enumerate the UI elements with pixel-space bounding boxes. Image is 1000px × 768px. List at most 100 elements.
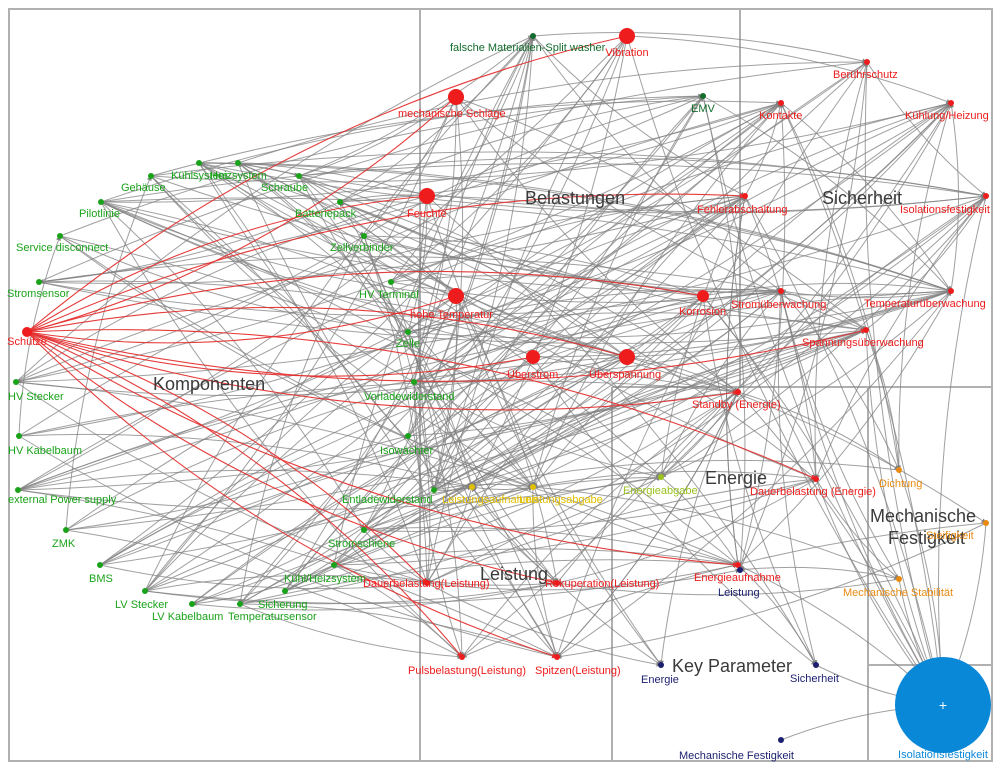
node-dot-energieaufnahme[interactable]: [735, 562, 741, 568]
node-hohetemp[interactable]: hohe Temperatur: [410, 288, 493, 321]
node-kp_sicherheit[interactable]: Sicherheit: [790, 662, 839, 685]
node-leistungsaufnahme[interactable]: Leistungsaufnahme: [442, 484, 538, 506]
node-dot-spannungsueberwachung[interactable]: [863, 327, 869, 333]
node-tempueberwachung[interactable]: Temperaturüberwachung: [864, 288, 986, 310]
node-dot-leistungsabgabe[interactable]: [530, 484, 536, 490]
node-isolationsfest[interactable]: Isolationsfestigkeit: [900, 193, 990, 216]
node-dot-leistungsaufnahme[interactable]: [469, 484, 475, 490]
node-dot-lvstecker[interactable]: [142, 588, 148, 594]
node-dot-gehaeuse[interactable]: [148, 173, 154, 179]
node-spannungsueberwachung[interactable]: Spannungsüberwachung: [802, 327, 924, 349]
node-dot-kuehlsystem[interactable]: [196, 160, 202, 166]
node-dot-kontakte[interactable]: [778, 100, 784, 106]
node-stromsensor[interactable]: Stromsensor: [7, 279, 70, 300]
node-steifigkeit[interactable]: Steifigkeit: [926, 520, 989, 542]
node-dot-kp_mechfest[interactable]: [778, 737, 784, 743]
node-stromschiene[interactable]: Stromschiene: [328, 527, 395, 550]
node-dot-kuehlheiz[interactable]: [331, 562, 337, 568]
node-ueberspannung[interactable]: Überspannung: [589, 349, 661, 381]
node-rekuperation[interactable]: Rekuperation(Leistung): [545, 578, 659, 590]
node-kp_mechfest[interactable]: Mechanische Festigkeit: [679, 737, 794, 762]
node-energieaufnahme[interactable]: Energieaufnahme: [694, 562, 781, 584]
node-zmk[interactable]: ZMK: [52, 527, 76, 550]
hub-circle[interactable]: [895, 657, 991, 753]
node-kuehlsystem[interactable]: Kühlsystem: [171, 160, 228, 182]
node-dot-feuchte[interactable]: [419, 188, 435, 204]
hub-node[interactable]: + Isolationsfestigkeit: [895, 657, 991, 761]
node-dot-service[interactable]: [57, 233, 63, 239]
node-pulsbelastung[interactable]: Pulsbelastung(Leistung): [408, 654, 526, 677]
node-zelle[interactable]: Zelle: [396, 329, 420, 350]
node-bms[interactable]: BMS: [89, 562, 113, 585]
expand-plus-icon[interactable]: +: [939, 697, 947, 713]
node-dot-pulsbelastung[interactable]: [459, 654, 465, 660]
node-dot-tempueberwachung[interactable]: [948, 288, 954, 294]
node-dot-mechschlaege[interactable]: [448, 89, 464, 105]
node-dot-hvkabel[interactable]: [16, 433, 22, 439]
node-standby[interactable]: Standby (Energie): [692, 389, 781, 411]
node-feuchte[interactable]: Feuchte: [407, 188, 447, 220]
node-gehaeuse[interactable]: Gehäuse: [121, 173, 166, 194]
node-falsche[interactable]: falsche Materialien-Split washer: [450, 33, 606, 54]
node-vibration[interactable]: Vibration: [605, 28, 649, 59]
node-dot-dauerbelastungenergie[interactable]: [813, 476, 819, 482]
node-dot-batteriepack[interactable]: [337, 199, 343, 205]
node-heizsystem[interactable]: Heizsystem: [210, 160, 267, 182]
node-dot-dauerbelastungleistung[interactable]: [424, 580, 430, 586]
node-dot-entlade[interactable]: [431, 487, 437, 493]
node-hvkabel[interactable]: HV Kabelbaum: [8, 433, 82, 457]
node-dauerbelastungenergie[interactable]: Dauerbelastung (Energie): [750, 476, 876, 498]
node-kp_energie[interactable]: Energie: [641, 662, 679, 686]
node-schutze[interactable]: Schütze: [7, 327, 47, 348]
node-dot-zelle[interactable]: [405, 329, 411, 335]
node-dauerbelastungleistung[interactable]: Dauerbelastung(Leistung): [363, 578, 490, 590]
node-mechschlaege[interactable]: mechanische Schläge: [398, 89, 506, 120]
node-dot-zmk[interactable]: [63, 527, 69, 533]
node-leistungsabgabe[interactable]: Leistungsabgabe: [519, 484, 603, 506]
node-dot-vorlade[interactable]: [411, 379, 417, 385]
node-dot-schutze[interactable]: [22, 327, 32, 337]
node-ueberstrom[interactable]: Überstrom: [507, 350, 558, 381]
node-dot-heizsystem[interactable]: [235, 160, 241, 166]
node-dot-isowaechter[interactable]: [405, 433, 411, 439]
node-hvstecker[interactable]: HV Stecker: [8, 379, 64, 403]
node-dot-kuehlungheizung[interactable]: [948, 100, 954, 106]
node-dot-pilotlinie[interactable]: [98, 199, 104, 205]
node-dot-falsche[interactable]: [530, 33, 536, 39]
node-dot-stromschiene[interactable]: [361, 527, 367, 533]
node-kontakte[interactable]: Kontakte: [759, 100, 802, 122]
node-lvkabel[interactable]: LV Kabelbaum: [152, 601, 223, 623]
node-dot-rekuperation[interactable]: [554, 580, 560, 586]
node-dot-dichtung[interactable]: [896, 467, 902, 473]
node-entlade[interactable]: Entladewiderstand: [342, 487, 437, 506]
node-dichtung[interactable]: Dichtung: [879, 467, 922, 490]
node-dot-sicherung[interactable]: [282, 588, 288, 594]
node-dot-hohetemp[interactable]: [448, 288, 464, 304]
node-tempsensor[interactable]: Temperatursensor: [228, 601, 317, 623]
node-dot-isolationsfest[interactable]: [983, 193, 989, 199]
node-dot-zellverbinder[interactable]: [361, 233, 367, 239]
node-zellverbinder[interactable]: Zellverbinder: [330, 233, 394, 254]
node-dot-ueberspannung[interactable]: [619, 349, 635, 365]
node-stromueberwachung[interactable]: Stromüberwachung: [731, 288, 826, 311]
node-dot-energieabgabe[interactable]: [658, 474, 664, 480]
node-dot-ueberstrom[interactable]: [526, 350, 540, 364]
node-dot-tempsensor[interactable]: [237, 601, 243, 607]
node-kuehlungheizung[interactable]: Kühlung/Heizung: [905, 100, 989, 122]
node-pilotlinie[interactable]: Pilotlinie: [79, 199, 120, 220]
node-dot-steifigkeit[interactable]: [983, 520, 989, 526]
node-dot-bms[interactable]: [97, 562, 103, 568]
node-beruehrschutz[interactable]: Berührschutz: [833, 59, 898, 81]
node-schraube[interactable]: Schraube: [261, 173, 308, 194]
node-dot-hvterminal[interactable]: [388, 279, 394, 285]
node-mechstab[interactable]: Mechanische Stabilität: [843, 576, 953, 599]
node-kuehlheiz[interactable]: Kühl/Heizsystem: [284, 562, 366, 585]
node-dot-extpower[interactable]: [15, 487, 21, 493]
node-isowaechter[interactable]: Isowächter: [380, 433, 434, 457]
node-dot-lvkabel[interactable]: [189, 601, 195, 607]
node-dot-standby[interactable]: [735, 389, 741, 395]
node-emv[interactable]: EMV: [691, 93, 716, 115]
node-korrosion[interactable]: Korrosion: [679, 290, 726, 318]
node-service[interactable]: Service disconnect: [16, 233, 108, 254]
node-dot-fehlerabschaltung[interactable]: [742, 193, 748, 199]
